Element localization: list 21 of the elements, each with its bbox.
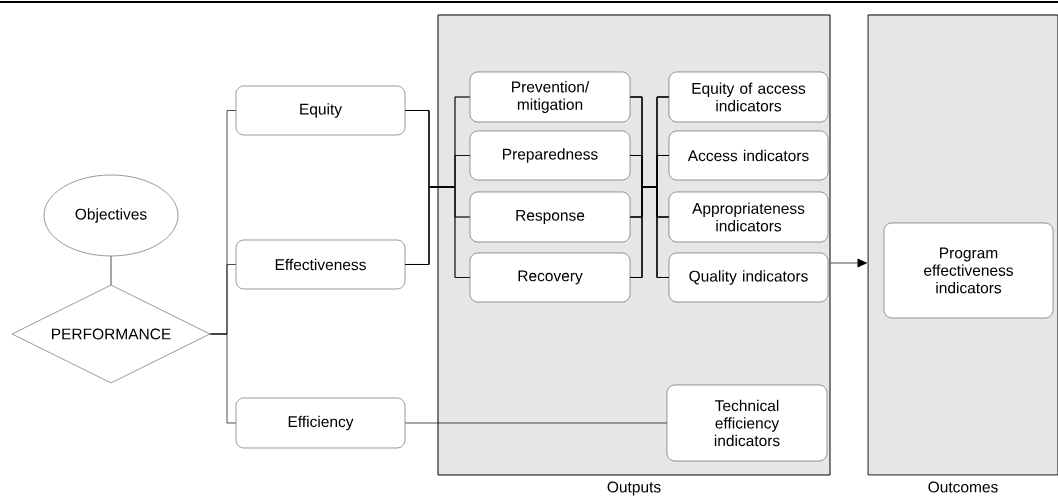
rounded-box: Access indicators	[668, 130, 829, 181]
connector	[404, 422, 668, 424]
node-label: Outputs	[607, 481, 661, 496]
rounded-box: Efficiency	[235, 397, 406, 449]
connector	[404, 96, 471, 278]
connector	[830, 258, 867, 268]
rounded-box: Program effectiveness indicators	[883, 222, 1054, 319]
rounded-box: Appropriateness indicators	[668, 191, 829, 243]
rounded-box: Prevention/ mitigation	[469, 71, 631, 123]
rounded-box: Quality indicators	[668, 252, 829, 303]
connector	[209, 110, 237, 424]
connector	[629, 96, 670, 278]
connector	[110, 255, 112, 286]
rounded-box: Equity	[235, 85, 406, 136]
node-label: Outcomes	[928, 481, 998, 493]
rounded-box: Equity of access indicators	[668, 71, 829, 123]
rounded-box: Recovery	[469, 252, 631, 303]
rounded-box: Technical efficiency indicators	[666, 384, 828, 462]
rounded-box: Preparedness	[469, 130, 631, 181]
rounded-box: Response	[469, 191, 631, 243]
rounded-box: Effectiveness	[235, 239, 406, 290]
